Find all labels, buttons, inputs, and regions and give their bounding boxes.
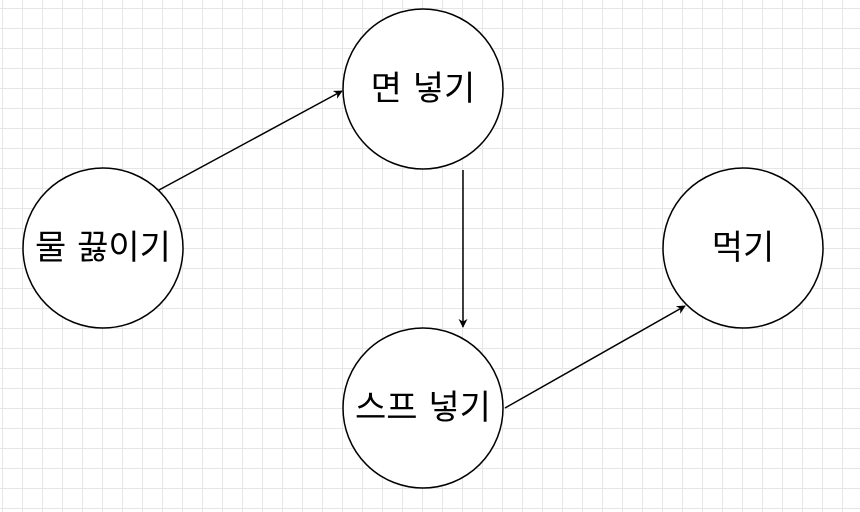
node-boil-water[interactable]: 물 끓이기 [22, 167, 184, 329]
node-boil-water-label: 물 끓이기 [35, 228, 171, 268]
node-add-soup[interactable]: 스프 넣기 [342, 327, 504, 489]
node-add-noodles[interactable]: 면 넣기 [342, 8, 504, 170]
node-boil-water-circle [22, 167, 184, 329]
node-eat-circle [662, 167, 824, 329]
node-eat[interactable]: 먹기 [662, 167, 824, 329]
edge-soup-to-eat[interactable] [504, 305, 686, 409]
node-add-soup-circle [342, 327, 504, 489]
edge-boil-to-noodles[interactable] [158, 90, 343, 191]
node-add-soup-label: 스프 넣기 [355, 388, 491, 428]
node-add-noodles-label: 면 넣기 [371, 69, 476, 109]
node-eat-label: 먹기 [712, 228, 775, 268]
node-add-noodles-circle [342, 8, 504, 170]
